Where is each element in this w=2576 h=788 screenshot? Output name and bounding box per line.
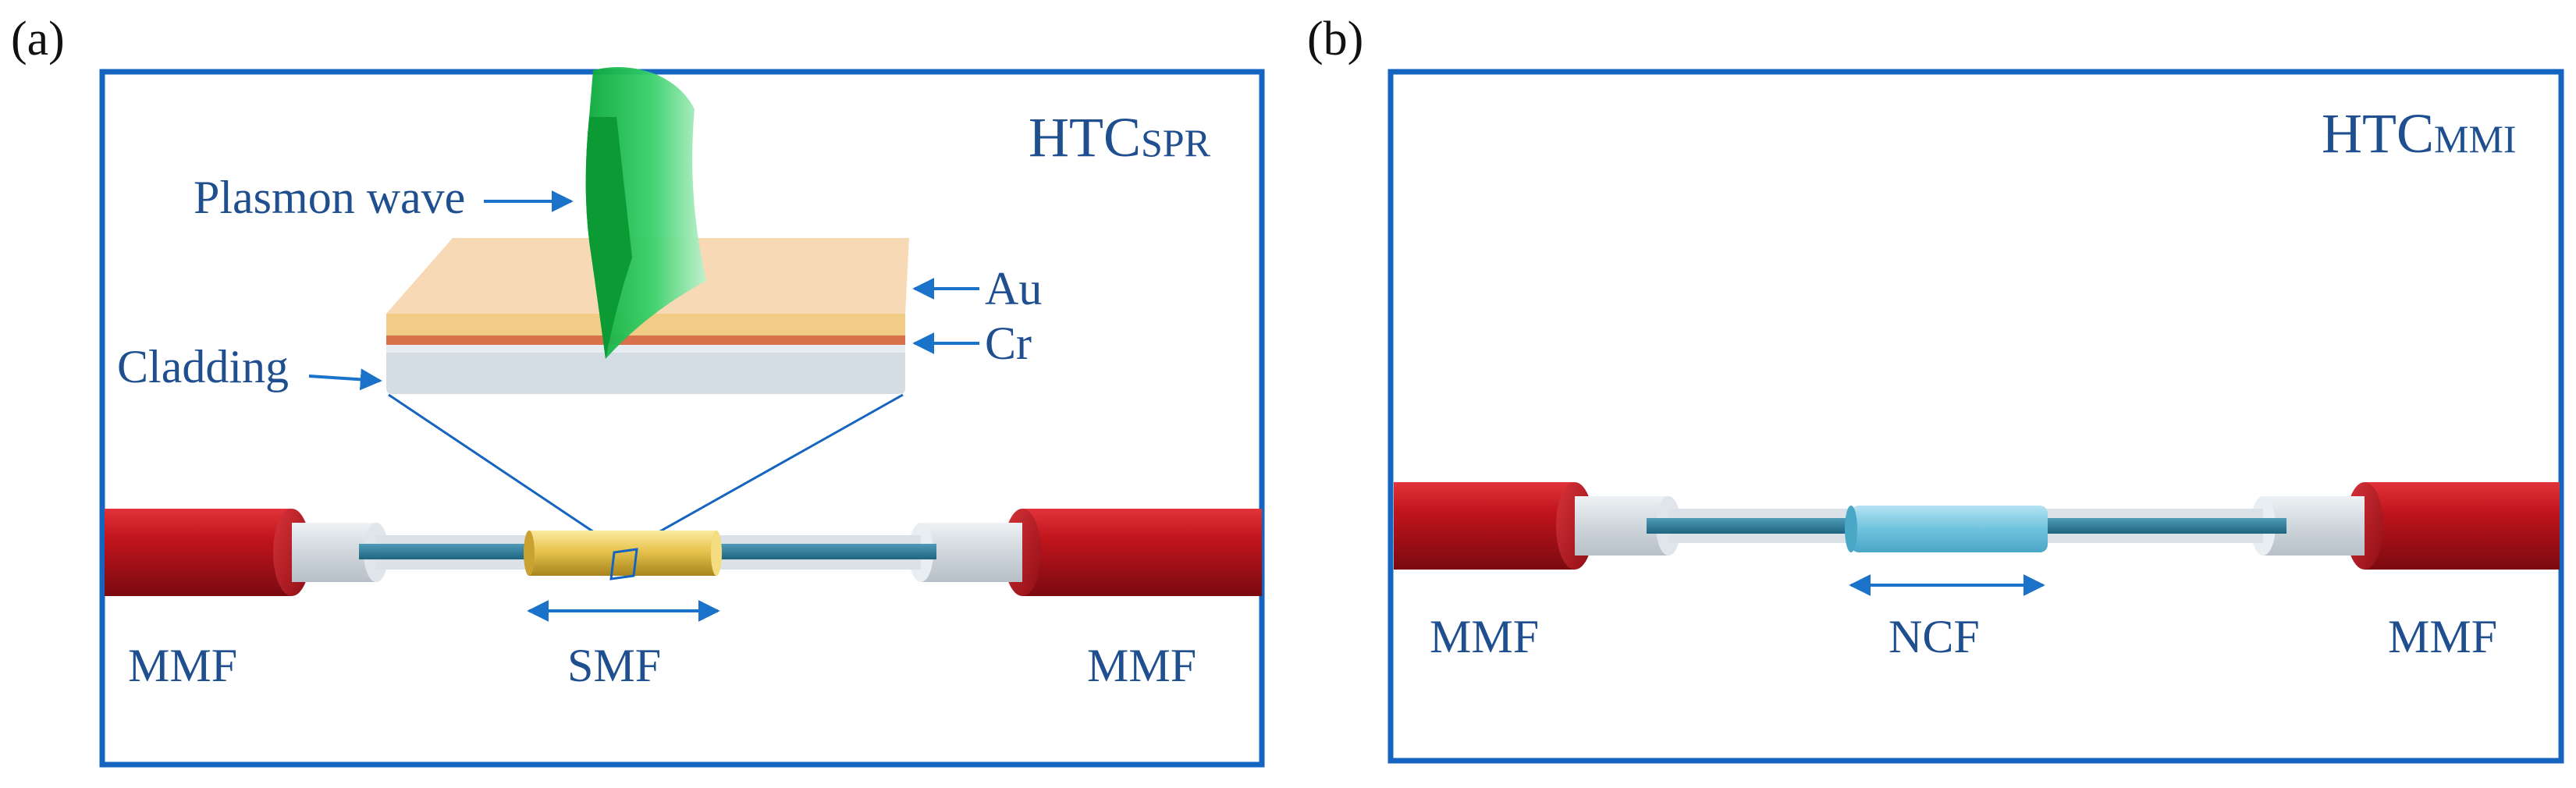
zoom-line-left — [388, 393, 616, 548]
label-mmf-right-b: MMF — [2388, 611, 2497, 662]
label-ncf: NCF — [1888, 611, 1980, 662]
arrow-cladding — [308, 368, 382, 391]
cr-layer — [386, 334, 905, 345]
label-smf: SMF — [567, 640, 661, 691]
mmf-jacket-right — [1022, 509, 1262, 596]
gold-coated-smf — [529, 531, 716, 576]
panel-a-frame — [99, 69, 1265, 768]
zoom-marker — [609, 548, 638, 580]
panel-b-label: (b) — [1307, 12, 1363, 66]
mmf-jacket-right-b — [2365, 482, 2560, 570]
panel-a-label: (a) — [11, 12, 65, 66]
plasmon-wave — [585, 67, 706, 359]
label-mmf-right-a: MMF — [1087, 640, 1196, 691]
mmf-jacket-left-b — [1394, 482, 1575, 570]
panel-b: (b) HTCMMI MMF NCF — [1307, 12, 2564, 764]
cladding-layer — [386, 343, 905, 394]
panel-b-frame — [1387, 69, 2564, 764]
zoom-line-right — [633, 393, 904, 548]
label-mmf-left-a: MMF — [128, 640, 237, 691]
panel-a-title: HTCSPR — [1029, 106, 1211, 169]
label-cladding: Cladding — [117, 341, 289, 392]
mmf-cladding-right — [921, 523, 1022, 582]
ncf-section — [1851, 506, 2048, 552]
mmf-jacket-left — [105, 509, 292, 596]
panel-a: (a) HTCSPR — [11, 12, 1265, 768]
label-cr: Cr — [985, 318, 1032, 369]
label-plasmon-wave: Plasmon wave — [194, 172, 465, 223]
fiber-assembly-b — [1394, 482, 2560, 570]
label-mmf-left-b: MMF — [1430, 611, 1539, 662]
fiber-assembly-a — [105, 509, 1262, 596]
label-au: Au — [985, 263, 1042, 314]
panel-b-title: HTCMMI — [2322, 102, 2517, 165]
